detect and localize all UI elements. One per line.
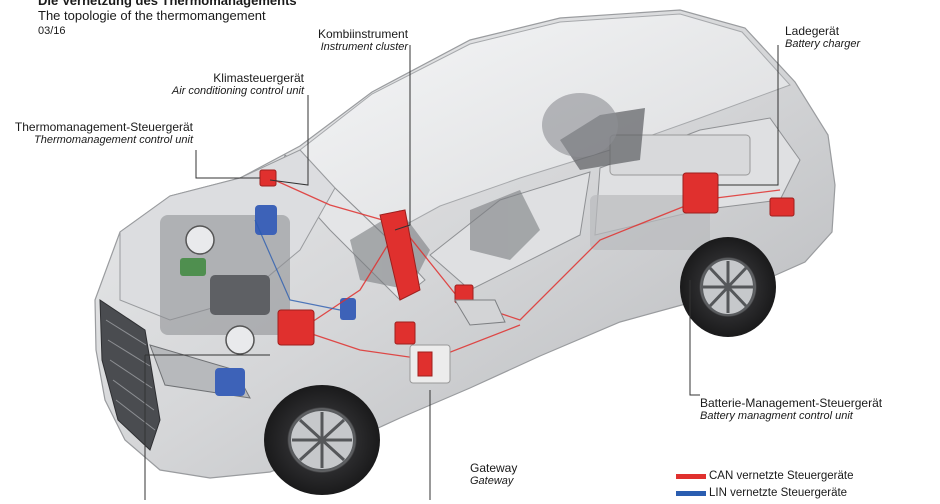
engine-bay [160,205,356,396]
spare-wheel [542,93,618,157]
label-instrument-cluster-de: Kombiinstrument [318,27,409,41]
side-mirror [454,299,506,326]
control-units [259,169,795,384]
thermomanagement-control-unit [259,169,277,187]
battery-charger-unit [682,172,719,214]
label-battery-management-de: Batterie-Management-Steuergerät [700,396,883,410]
label-air-conditioning-de: Klimasteuergerät [213,71,304,85]
label-battery-charger-en: Battery charger [785,38,861,51]
label-battery-charger: Ladegerät Battery charger [785,24,860,52]
label-thermomanagement-de: Thermomanagement-Steuergerät [14,120,193,134]
leader-lines [144,45,779,500]
legend-label-lin: LIN vernetzte Steuergeräte [709,487,848,499]
label-gateway: Gateway Gateway [470,461,517,489]
title-block: Die Vernetzung des Thermomanagements The… [38,0,297,37]
engine-control-unit [277,309,315,346]
legend-label-can: CAN vernetzte Steuergeräte [709,470,854,482]
rear-wheel [680,237,776,337]
legend-swatch-lin [676,491,706,496]
label-air-conditioning-en: Air conditioning control unit [171,85,304,98]
front-wheel [264,385,380,495]
air-conditioning-control-unit [379,209,421,301]
label-battery-management-en: Battery managment control unit [700,410,853,423]
lin-bus-wiring [254,219,341,311]
label-gateway-de: Gateway [470,461,518,475]
label-thermomanagement-en: Thermomanagement control unit [34,134,193,147]
issue-date: 03/16 [38,24,66,37]
label-battery-management: Batterie-Management-Steuergerät Battery … [700,396,882,424]
label-thermomanagement: Thermomanagement-Steuergerät Thermomanag… [15,120,193,148]
label-instrument-cluster-en: Instrument cluster [320,41,409,54]
label-battery-charger-de: Ladegerät [785,24,840,38]
title-english: The topologie of the thermomangement [38,8,266,24]
title-german: Die Vernetzung des Thermomanagements [38,0,297,8]
legend-swatch-can [676,474,706,479]
label-instrument-cluster: Kombiinstrument Instrument cluster [318,27,408,55]
label-gateway-en: Gateway [470,475,514,488]
label-air-conditioning: Klimasteuergerät Air conditioning contro… [172,71,304,99]
